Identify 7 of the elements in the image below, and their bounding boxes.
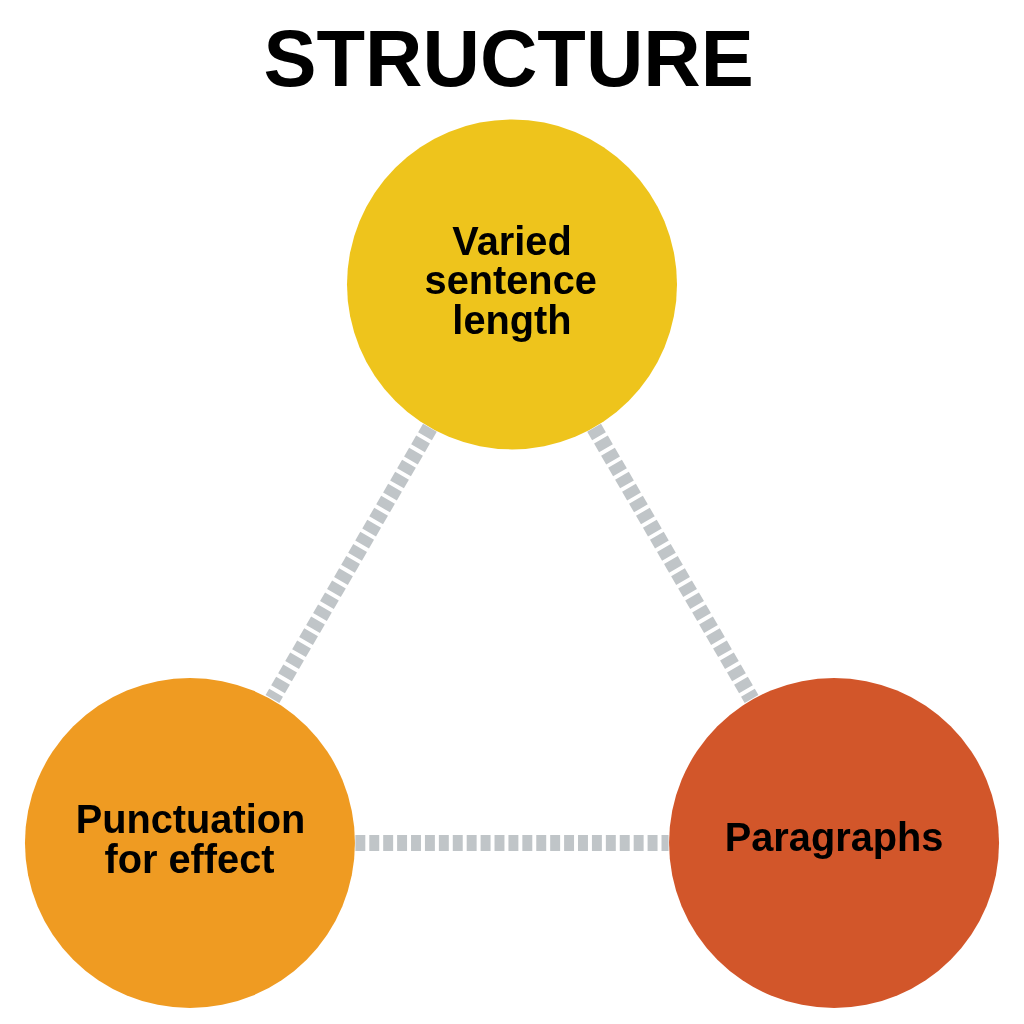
connector xyxy=(355,835,669,851)
node-circle: Punctuation for effect xyxy=(24,678,355,1008)
node-circle: Varied sentence length xyxy=(347,119,677,450)
connector xyxy=(587,423,759,703)
connector xyxy=(265,423,437,703)
diagram-title: STRUCTURE xyxy=(263,13,754,103)
node-circle: Paragraphs xyxy=(669,678,1000,1008)
